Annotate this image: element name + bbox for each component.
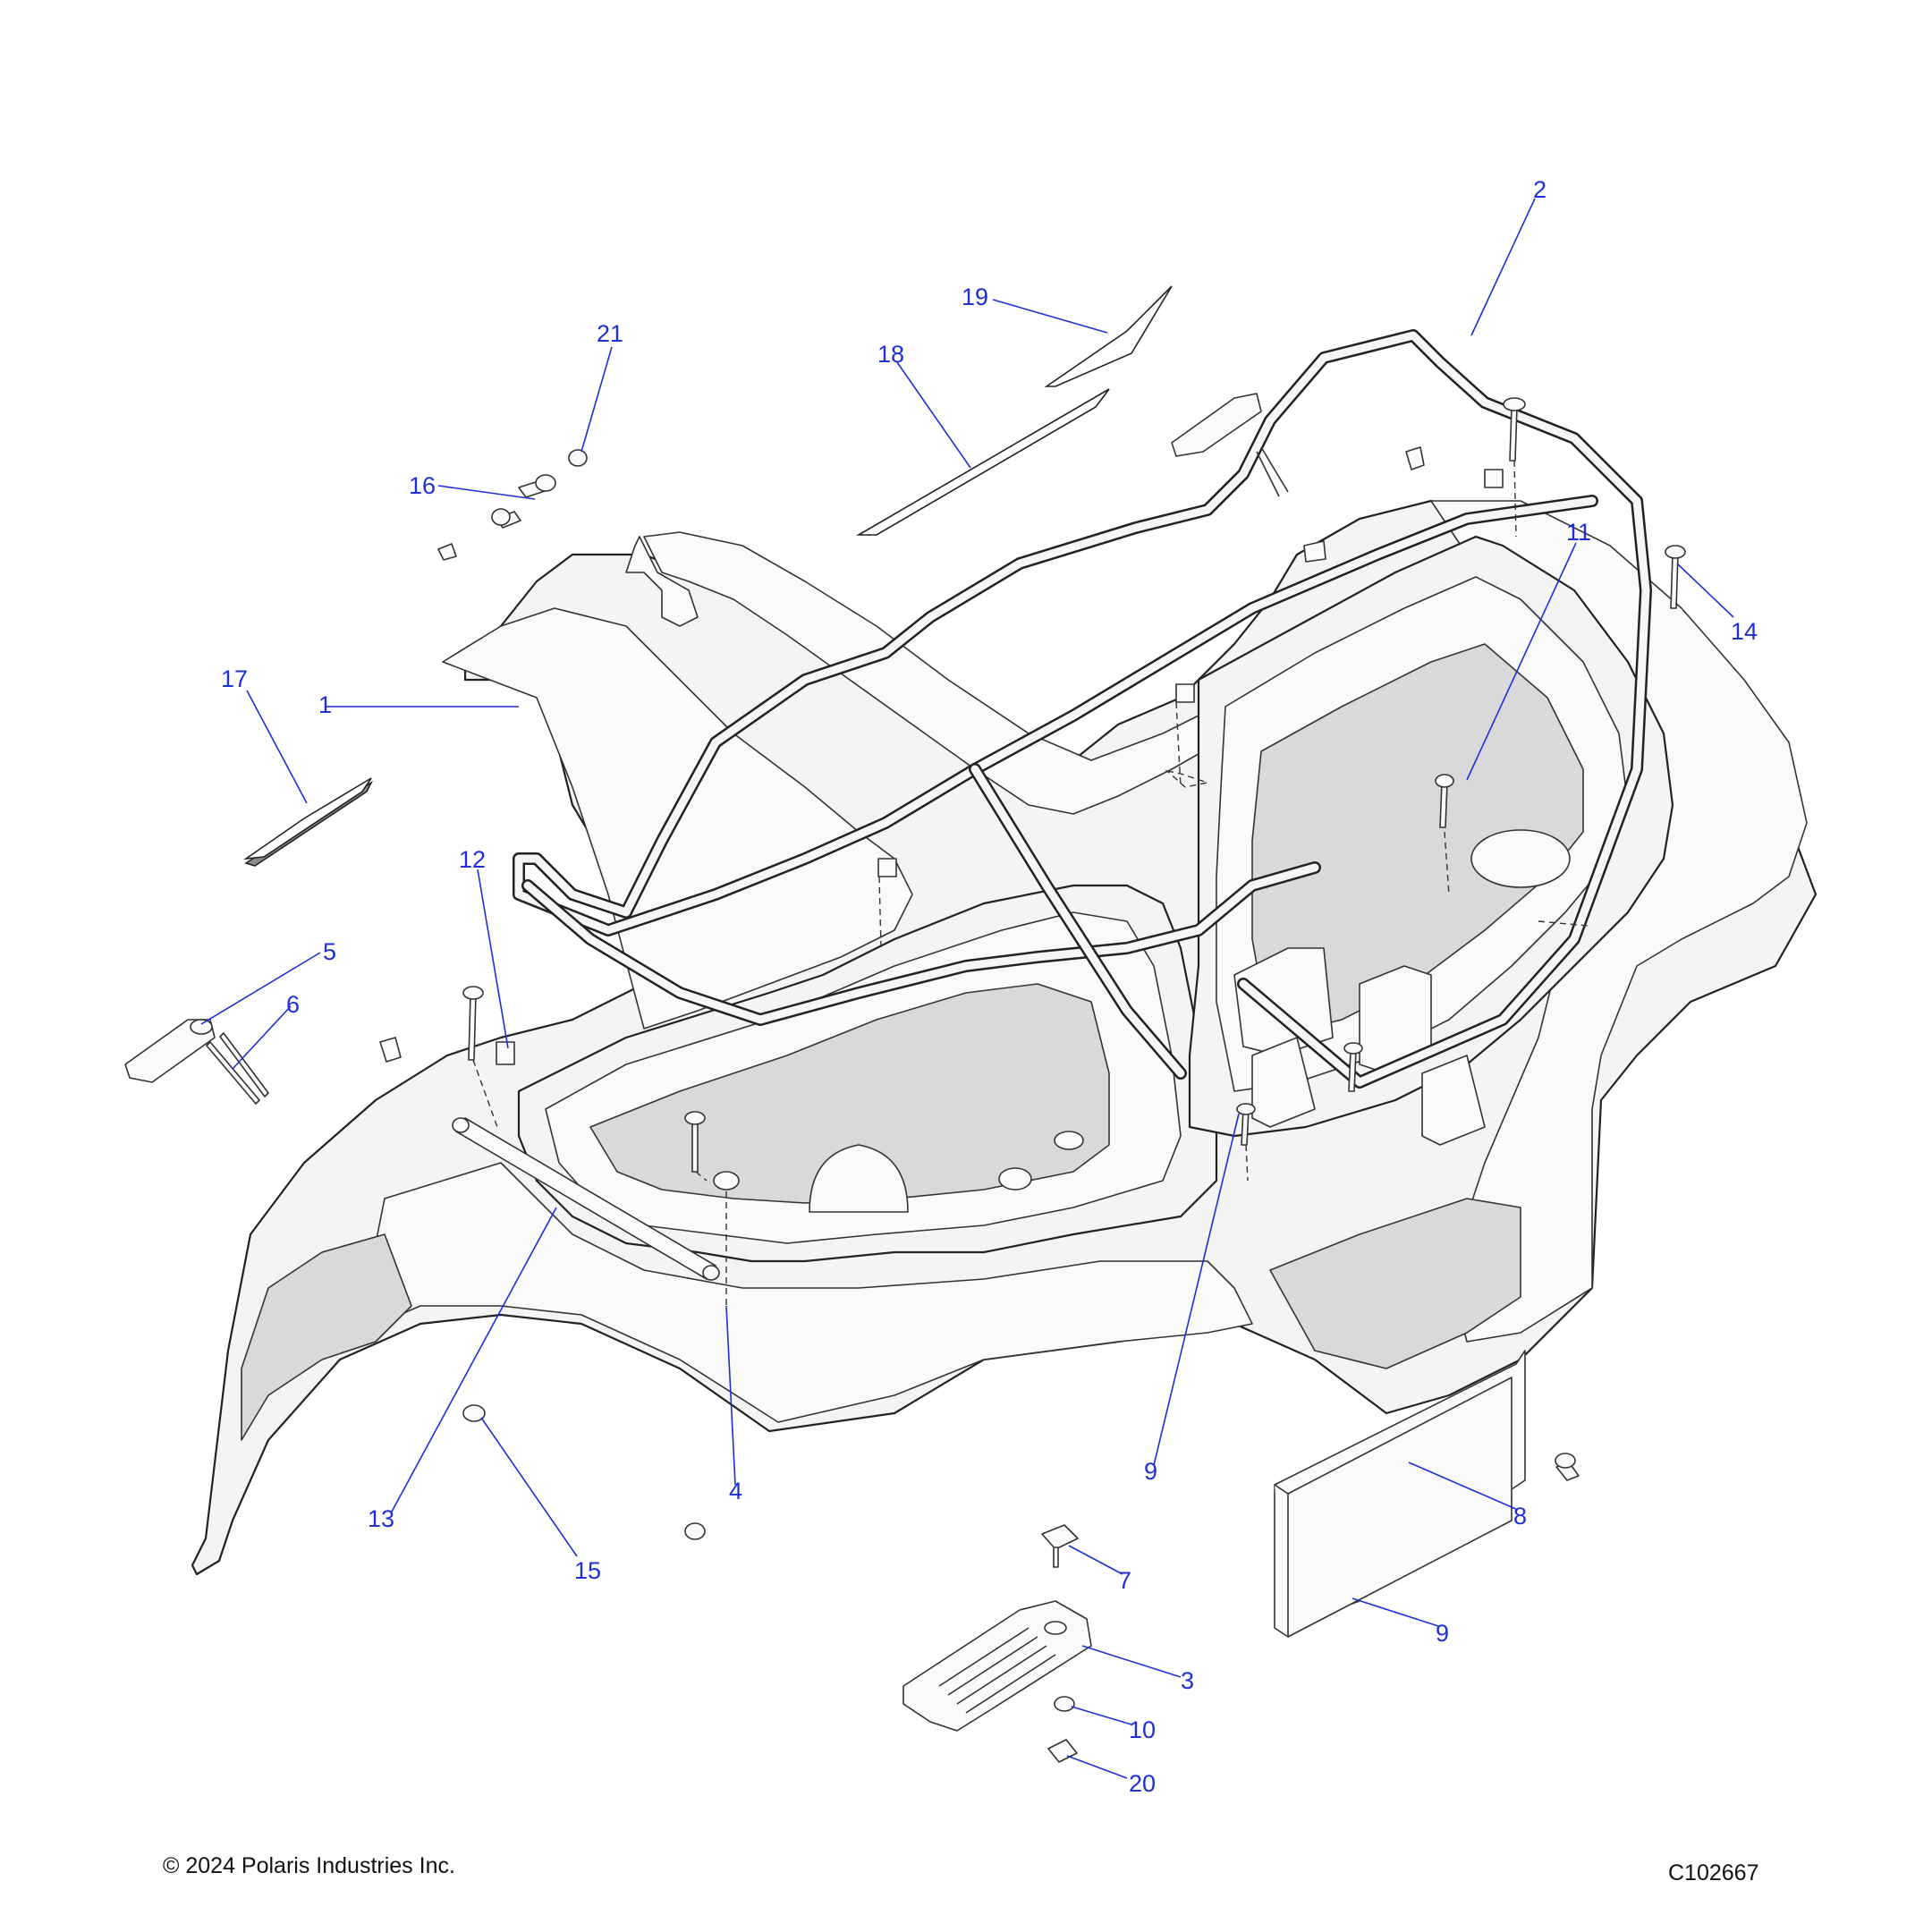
callout-5: 5 <box>323 938 336 965</box>
pin <box>206 1041 260 1105</box>
callout-20: 20 <box>1129 1770 1156 1797</box>
tube <box>452 1117 720 1281</box>
callout-13: 13 <box>368 1505 394 1532</box>
callout-8: 8 <box>1513 1503 1527 1530</box>
decal-18-shape <box>856 388 1110 536</box>
callout-14: 14 <box>1731 618 1758 645</box>
callout-12: 12 <box>459 846 486 873</box>
drawing-id: C102667 <box>1668 1860 1759 1885</box>
decal-17-face <box>242 777 372 860</box>
callout-15: 15 <box>574 1557 601 1584</box>
callout-17: 17 <box>221 665 248 692</box>
callout-10: 10 <box>1129 1716 1156 1743</box>
callout-6: 6 <box>286 991 300 1018</box>
latch-handle-upper <box>1171 393 1289 497</box>
callout-1: 1 <box>318 691 332 718</box>
leader-lines <box>200 198 1734 1779</box>
rear-cab-body <box>191 499 1818 1576</box>
pin <box>219 1032 269 1097</box>
callout-9a: 9 <box>1144 1458 1157 1485</box>
callout-labels: 1 2 3 4 5 6 7 8 9 9 10 11 12 13 14 15 16… <box>221 176 1758 1797</box>
access-cover <box>902 1600 1092 1732</box>
callout-9b: 9 <box>1436 1620 1449 1647</box>
copyright-text: © 2024 Polaris Industries Inc. <box>163 1853 455 1878</box>
fasteners <box>379 397 1686 1763</box>
assembly-lines <box>472 460 1589 1306</box>
callout-3: 3 <box>1181 1667 1194 1694</box>
decal-19-shape <box>1044 285 1173 387</box>
bracket <box>1274 1350 1526 1638</box>
callout-16: 16 <box>409 472 436 499</box>
callout-4: 4 <box>729 1478 742 1504</box>
callout-18: 18 <box>877 341 904 368</box>
latch-handle <box>124 1019 216 1083</box>
rear-rack <box>513 329 1652 1089</box>
callout-7: 7 <box>1118 1567 1131 1594</box>
callout-11: 11 <box>1566 519 1591 546</box>
callout-2: 2 <box>1533 176 1546 203</box>
callout-19: 19 <box>962 284 988 310</box>
callout-21: 21 <box>597 320 623 347</box>
